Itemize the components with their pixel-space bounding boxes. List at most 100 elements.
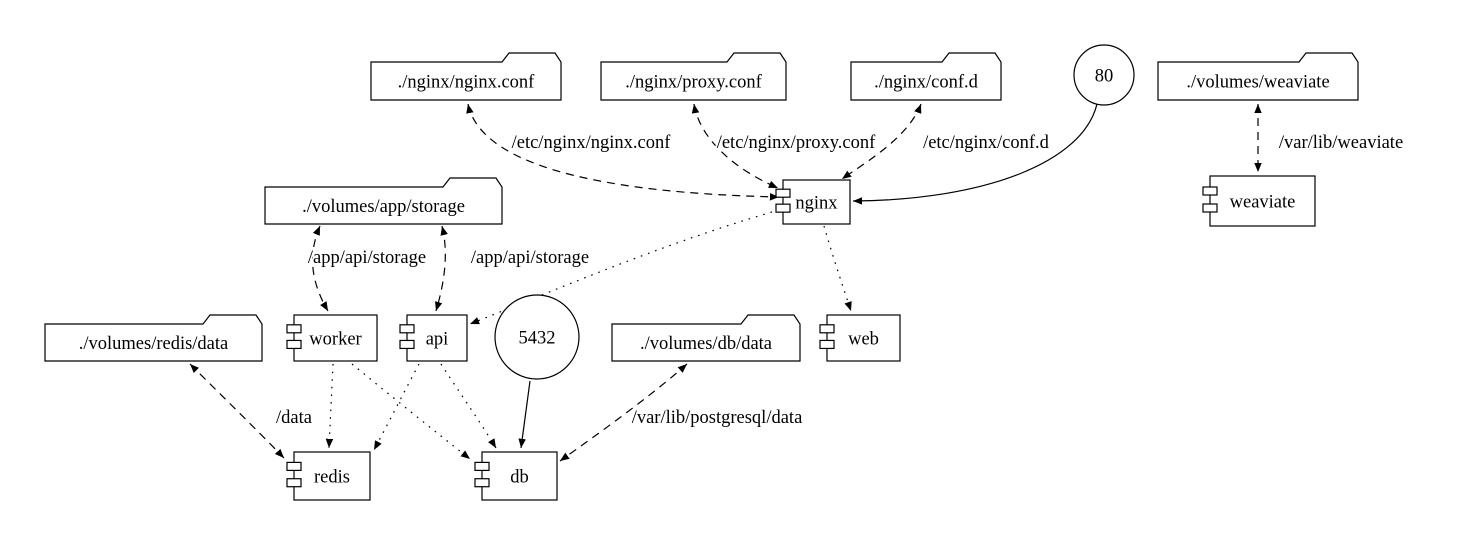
edge-weaviatevol-to-weaviate: /var/lib/weaviate xyxy=(1254,104,1405,172)
node-db-service: db xyxy=(474,451,558,501)
node-worker-service: worker xyxy=(286,314,378,362)
component-tab-top xyxy=(474,461,490,471)
edge-storage-to-api: /app/api/storage xyxy=(434,225,591,312)
edge-line xyxy=(311,225,329,312)
node-label: nginx xyxy=(795,193,838,213)
node-proxy-conf-folder: ./nginx/proxy.conf xyxy=(600,52,787,101)
node-nginx-service: nginx xyxy=(775,179,851,225)
edge-label: /etc/nginx/proxy.conf xyxy=(717,133,876,153)
node-label: redis xyxy=(314,467,350,487)
edge-nginx-to-api xyxy=(469,211,773,325)
edge-line xyxy=(440,363,497,449)
edge-line xyxy=(852,103,1098,205)
node-volumes-db-data-folder: ./volumes/db/data xyxy=(611,314,801,362)
node-label: ./nginx/nginx.conf xyxy=(398,72,536,92)
component-body xyxy=(293,451,371,501)
component-body xyxy=(481,451,558,501)
edge-line xyxy=(559,363,688,462)
node-api-service: api xyxy=(399,314,468,362)
node-label: ./volumes/db/data xyxy=(640,334,772,354)
edge-label: /var/lib/weaviate xyxy=(1279,133,1403,153)
edge-label: /etc/nginx/nginx.conf xyxy=(512,133,672,153)
node-redis-service: redis xyxy=(286,451,371,501)
edge-worker-to-redis xyxy=(325,363,334,449)
node-label: worker xyxy=(309,329,361,349)
folder-shape xyxy=(264,177,503,225)
component-tab-top xyxy=(1202,186,1218,196)
edge-line xyxy=(189,363,285,459)
edge-nginx-to-web xyxy=(823,225,852,312)
edge-label: /app/api/storage xyxy=(308,248,426,268)
node-label: ./volumes/weaviate xyxy=(1186,72,1329,92)
component-tab-bottom xyxy=(286,339,302,350)
node-label: db xyxy=(510,467,529,487)
edge-label: /var/lib/postgresql/data xyxy=(632,408,803,428)
folder-shape xyxy=(850,52,1002,101)
node-label: ./nginx/proxy.conf xyxy=(625,72,762,92)
component-tab-top xyxy=(286,461,302,471)
component-tab-bottom xyxy=(819,339,835,350)
component-body xyxy=(1209,175,1316,227)
edge-line xyxy=(434,225,448,312)
folder-shape xyxy=(1157,52,1359,101)
node-confd-folder: ./nginx/conf.d xyxy=(850,52,1002,101)
edge-api-to-db xyxy=(440,363,497,449)
node-weaviate-service: weaviate xyxy=(1202,175,1316,227)
edge-port5432-to-db xyxy=(518,380,531,449)
node-label: ./volumes/redis/data xyxy=(79,334,229,354)
component-tab-bottom xyxy=(399,339,415,350)
edge-line xyxy=(841,103,922,180)
node-port-5432: 5432 xyxy=(494,294,580,380)
component-tab-bottom xyxy=(775,203,791,213)
edge-line xyxy=(823,225,852,312)
node-label: api xyxy=(426,329,449,349)
component-tab-bottom xyxy=(1202,203,1218,213)
node-web-service: web xyxy=(819,314,901,362)
node-label: ./nginx/conf.d xyxy=(874,72,979,92)
edge-line xyxy=(518,380,531,449)
component-tab-top xyxy=(775,188,791,198)
edge-confd-to-nginx: /etc/nginx/conf.d xyxy=(841,103,1051,180)
edge-line xyxy=(325,363,334,449)
edge-line xyxy=(691,103,779,189)
edge-label: /app/api/storage xyxy=(471,248,589,268)
node-label: weaviate xyxy=(1230,192,1296,212)
folder-shape xyxy=(370,52,562,101)
component-body xyxy=(782,179,851,225)
component-body xyxy=(406,314,468,362)
node-nginx-conf-folder: ./nginx/nginx.conf xyxy=(370,52,562,101)
component-tab-bottom xyxy=(286,478,302,488)
port-circle-shape xyxy=(494,294,580,380)
component-tab-top xyxy=(286,324,302,334)
edge-line xyxy=(466,103,780,201)
edge-line xyxy=(469,211,773,325)
edge-port80-to-nginx xyxy=(852,103,1098,205)
node-label: web xyxy=(848,329,879,349)
node-volumes-weaviate-folder: ./volumes/weaviate xyxy=(1157,52,1359,101)
node-label: 80 xyxy=(1095,66,1114,86)
edge-line xyxy=(373,363,420,451)
node-label: ./volumes/app/storage xyxy=(302,197,465,217)
node-volumes-redis-data-folder: ./volumes/redis/data xyxy=(44,314,263,362)
edge-line xyxy=(351,363,471,460)
node-volumes-app-storage-folder: ./volumes/app/storage xyxy=(264,177,503,225)
folder-shape xyxy=(600,52,787,101)
edge-api-to-redis xyxy=(373,363,420,451)
edge-storage-to-worker: /app/api/storage xyxy=(306,225,428,312)
edge-label: /etc/nginx/conf.d xyxy=(923,133,1050,153)
component-body xyxy=(293,314,378,362)
node-port-80: 80 xyxy=(1073,44,1135,106)
edge-dbvol-to-db: /var/lib/postgresql/data xyxy=(559,363,804,462)
edge-nginxconf-to-nginx: /etc/nginx/nginx.conf xyxy=(466,103,780,201)
port-circle-shape xyxy=(1073,44,1135,106)
component-tab-top xyxy=(819,324,835,334)
folder-shape xyxy=(44,314,263,362)
edge-label: /data xyxy=(276,408,312,428)
folder-shape xyxy=(611,314,801,362)
edge-worker-to-db xyxy=(351,363,471,460)
component-body xyxy=(826,314,901,362)
edge-redisvol-to-redis: /data xyxy=(189,363,314,459)
component-tab-top xyxy=(399,324,415,334)
